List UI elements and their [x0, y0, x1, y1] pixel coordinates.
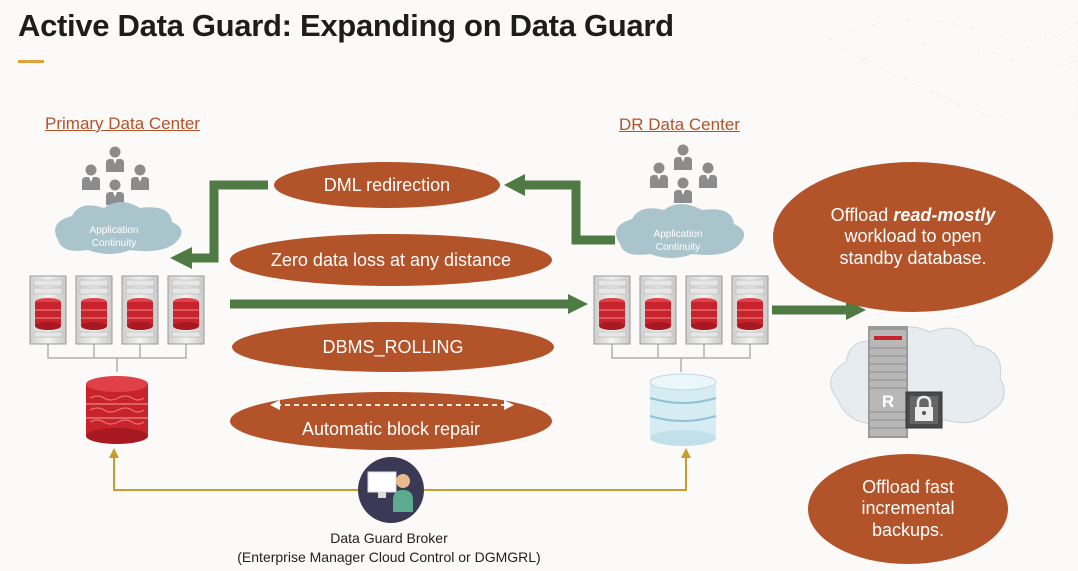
broker-admin-icon	[358, 457, 424, 523]
zero-data-loss-label: Zero data loss at any distance	[270, 249, 512, 270]
slide-title: Active Data Guard: Expanding on Data Gua…	[18, 8, 674, 43]
recovery-letter: R	[882, 392, 894, 411]
broker-title: Data Guard Broker	[330, 530, 448, 546]
block-repair-arrow-overlay	[270, 400, 514, 410]
zero-data-loss-pill: Zero data loss at any distance	[230, 234, 552, 286]
offload-read-line1: Offload read-mostly	[831, 205, 996, 227]
broker-label: Data Guard Broker (Enterprise Manager Cl…	[219, 529, 559, 567]
safe-lock-icon	[905, 391, 943, 429]
dr-dc-label: DR Data Center	[619, 115, 740, 134]
primary-dc-label: Primary Data Center	[45, 114, 200, 133]
dr-cloud-line1: Application	[654, 229, 703, 240]
offload-arrow	[772, 300, 866, 320]
primary-cloud-icon: Application Continuity	[55, 202, 182, 254]
primary-cloud-line1: Application	[90, 225, 139, 236]
offload-backup-line3: backups.	[871, 519, 945, 540]
dml-redirection-arrow	[170, 174, 615, 269]
block-repair-label: Automatic block repair	[301, 419, 481, 439]
redo-transport-arrow	[230, 294, 588, 314]
broker-subtitle: (Enterprise Manager Cloud Control or DGM…	[237, 548, 541, 565]
primary-cloud-line2: Continuity	[92, 238, 136, 249]
offload-read-emphasis: read-mostly	[893, 204, 996, 225]
dr-cloud-icon: Application Continuity	[616, 204, 745, 258]
dbms-rolling-pill: DBMS_ROLLING	[232, 322, 554, 372]
dbms-rolling-label: DBMS_ROLLING	[322, 336, 464, 357]
dr-users-icon	[650, 144, 717, 203]
offload-read-line2: workload to open	[844, 226, 982, 247]
dml-redirection-pill: DML redirection	[274, 162, 500, 208]
dr-server-racks-icon	[593, 275, 769, 372]
offload-backup-line1: Offload fast	[862, 476, 954, 497]
title-underline	[18, 60, 44, 63]
dr-cloud-line2: Continuity	[656, 242, 700, 253]
primary-server-racks-icon	[29, 275, 205, 372]
primary-users-icon	[82, 146, 149, 205]
block-repair-pill: Automatic block repair	[230, 392, 552, 450]
broker-connection-lines	[109, 448, 691, 491]
offload-backups-oval: Offload fast incremental backups.	[808, 454, 1008, 564]
dml-redirection-label: DML redirection	[323, 174, 451, 195]
recovery-appliance-icon: R	[868, 326, 908, 438]
primary-database-icon	[86, 376, 148, 444]
decorative-pattern	[828, 19, 1078, 123]
offload-backup-line2: incremental	[861, 498, 955, 519]
offload-read-line3: standby database.	[839, 247, 987, 268]
dr-database-icon	[649, 373, 717, 446]
offload-read-prefix: Offload	[830, 204, 894, 225]
offload-read-mostly-oval: Offload read-mostly workload to open sta…	[773, 162, 1053, 312]
